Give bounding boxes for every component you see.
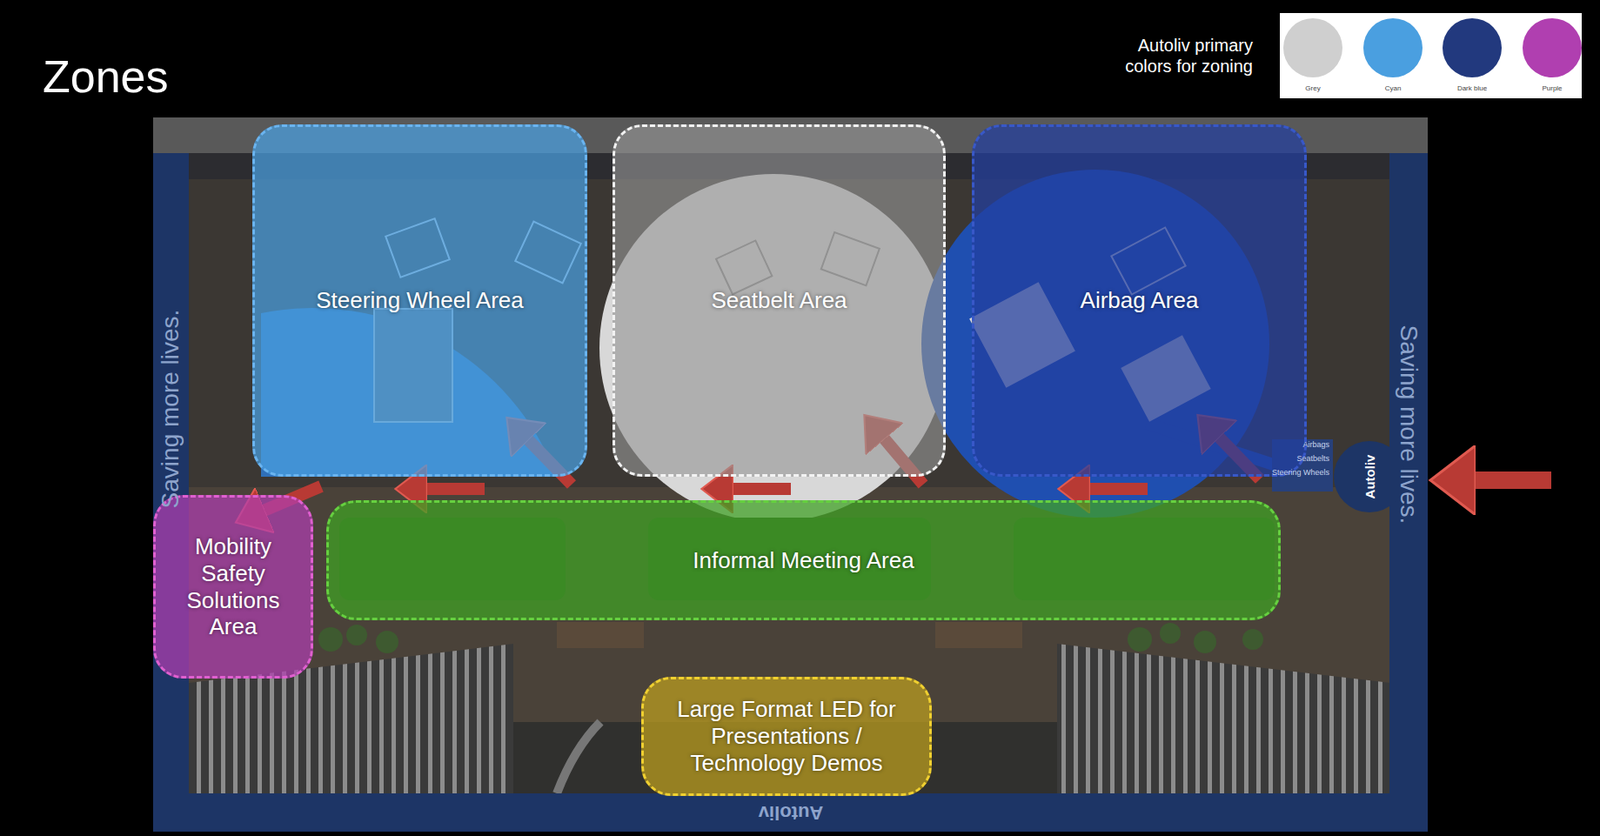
legend-swatch: [1363, 18, 1423, 78]
zone-label: Mobility Safety Solutions Area: [164, 533, 302, 641]
zone-text-group: Airbag Area: [1080, 287, 1199, 315]
zone-area: Steering Wheel Area: [252, 124, 588, 477]
legend-panel: GreyCyanDark bluePurple: [1279, 13, 1582, 99]
zone-area: Informal Meeting Area: [326, 500, 1281, 621]
annotation-label: Saving more lives.: [156, 309, 185, 509]
zone-area: Seatbelt Area: [612, 124, 946, 477]
zone-area: Large Format LED for Presentations / Tec…: [641, 676, 932, 797]
zone-text-group: Informal Meeting Area: [692, 547, 914, 575]
zone-label: Informal Meeting Area: [692, 547, 914, 575]
annotation-label: Saving more lives.: [1394, 325, 1423, 525]
annotation-label: Autoliv primary colors for zoning: [1087, 34, 1253, 77]
page-title: Zones: [42, 50, 169, 103]
legend-text: Cyan: [1358, 84, 1428, 93]
zone-label: Airbag Area: [1080, 287, 1199, 315]
annotation-label: Airbags: [1302, 440, 1330, 449]
annotation-label: Autoliv: [1362, 455, 1378, 500]
annotation-label: Seatbelts: [1296, 454, 1330, 463]
legend-swatch: [1522, 18, 1582, 78]
zone-text-group: Seatbelt Area: [710, 287, 847, 315]
legend-text: Dark blue: [1437, 84, 1507, 93]
zone-label: Steering Wheel Area: [315, 287, 523, 315]
legend-text: Purple: [1517, 84, 1587, 93]
annotation-label: Steering Wheels: [1271, 468, 1330, 477]
legend-swatch: [1283, 18, 1343, 78]
zone-area: Airbag Area: [971, 124, 1307, 477]
zone-text-group: Mobility Safety Solutions Area: [164, 533, 302, 641]
zone-area: Mobility Safety Solutions Area: [153, 495, 314, 679]
zone-text-group: Large Format LED for Presentations / Tec…: [652, 696, 921, 777]
annotation-label: Autoliv: [758, 801, 824, 824]
legend-swatch: [1442, 18, 1502, 78]
zone-text-group: Steering Wheel Area: [315, 287, 523, 315]
zone-label: Large Format LED for Presentations / Tec…: [652, 696, 921, 777]
zone-label: Seatbelt Area: [710, 287, 847, 315]
legend-text: Grey: [1278, 84, 1348, 93]
